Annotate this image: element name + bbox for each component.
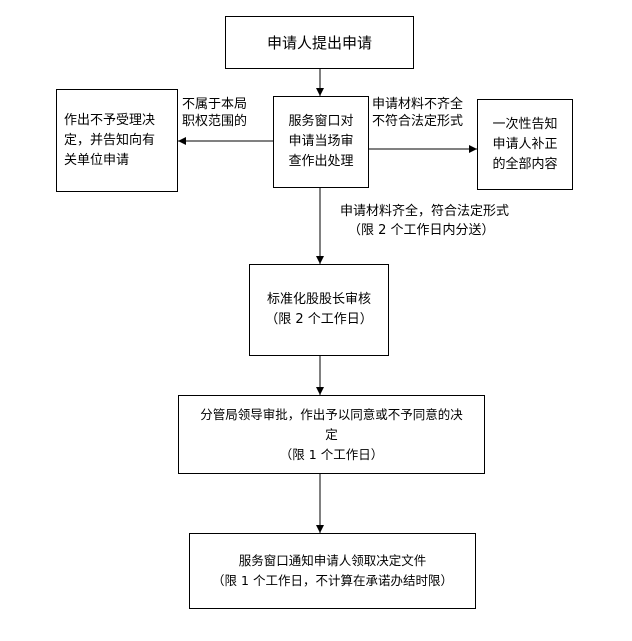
node-line: 服务窗口通知申请人领取决定文件: [238, 553, 427, 568]
node-line: 定: [325, 426, 338, 442]
edge-label-line: 申请材料不齐全: [372, 97, 464, 112]
node-line: 定，并告知向有: [64, 132, 156, 148]
node-notify-pickup: 服务窗口通知申请人领取决定文件 （限 1 个工作日，不计算在承诺办结时限）: [189, 533, 476, 609]
node-service-window-review: 服务窗口对 申请当场审 查作出处理: [273, 96, 369, 188]
node-line: （限 1 个工作日，不计算在承诺办结时限）: [212, 573, 453, 588]
node-leader-approval: 分管局领导审批，作出予以同意或不予同意的决 定 （限 1 个工作日）: [178, 395, 485, 474]
edge-label-line: （限 2 个工作日内分送）: [348, 223, 495, 238]
edge-label-line: 职权范围的: [182, 114, 248, 129]
node-applicant-submits-label: 申请人提出申请: [266, 34, 372, 52]
node-notify-correction: 一次性告知 申请人补正 的全部内容: [477, 99, 573, 190]
node-line: 作出不予受理决: [64, 112, 156, 128]
edge-label-not-in-scope: 不属于本局 职权范围的: [182, 96, 247, 130]
node-line: 关单位申请: [64, 152, 130, 168]
edge-label-line: 不属于本局: [182, 97, 248, 112]
node-line: 申请当场审: [288, 134, 354, 149]
node-line: 服务窗口对: [288, 114, 354, 129]
edge-label-materials-complete: 申请材料齐全，符合法定形式 （限 2 个工作日内分送）: [340, 202, 509, 240]
node-line: 申请人补正: [492, 136, 558, 152]
node-applicant-submits: 申请人提出申请: [225, 16, 414, 69]
edge-label-materials-incomplete: 申请材料不齐全 不符合法定形式: [372, 96, 463, 130]
node-line: （限 2 个工作日）: [265, 312, 373, 327]
node-line: （限 1 个工作日）: [279, 446, 384, 462]
node-line: 一次性告知: [492, 116, 558, 132]
node-line: 标准化股股长审核: [266, 292, 371, 307]
node-line: 查作出处理: [288, 154, 354, 169]
node-line: 的全部内容: [492, 156, 558, 172]
edge-label-line: 申请材料齐全，符合法定形式: [340, 204, 510, 219]
node-standardization-chief-review: 标准化股股长审核 （限 2 个工作日）: [249, 264, 389, 356]
node-reject-decision: 作出不予受理决 定，并告知向有 关单位申请: [56, 89, 178, 192]
node-line: 分管局领导审批，作出予以同意或不予同意的决: [200, 406, 463, 422]
edge-label-line: 不符合法定形式: [372, 114, 464, 129]
